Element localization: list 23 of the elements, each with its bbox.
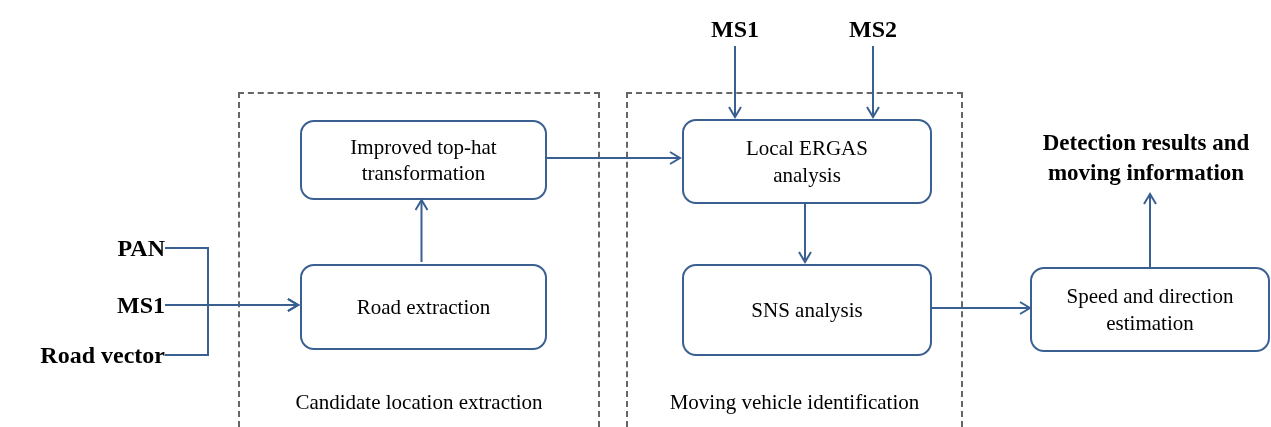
input-label: PAN	[117, 230, 165, 266]
arrow	[929, 301, 1031, 315]
arrow	[544, 151, 681, 165]
arrow	[728, 45, 742, 118]
input-label: MS1	[117, 287, 165, 323]
process-box: SNS analysis	[682, 264, 932, 356]
group-title: Moving vehicle identification	[669, 390, 920, 415]
arrow	[164, 298, 299, 356]
dashed-group-frame	[626, 92, 963, 427]
process-box: Local ERGAS analysis	[682, 119, 932, 204]
dashed-group-frame	[238, 92, 600, 427]
input-label: MS1	[711, 12, 759, 46]
process-box: Speed and direction estimation	[1030, 267, 1270, 352]
arrow	[798, 201, 812, 263]
process-box: Improved top-hat transformation	[300, 120, 547, 200]
arrow	[1143, 193, 1157, 268]
process-box: Road extraction	[300, 264, 547, 350]
output-label: Detection results and moving information	[1022, 124, 1270, 192]
input-label: Road vector	[40, 337, 165, 373]
group-title: Candidate location extraction	[295, 390, 543, 415]
input-label: MS2	[849, 12, 897, 46]
arrow	[414, 199, 429, 263]
arrow	[866, 45, 880, 118]
